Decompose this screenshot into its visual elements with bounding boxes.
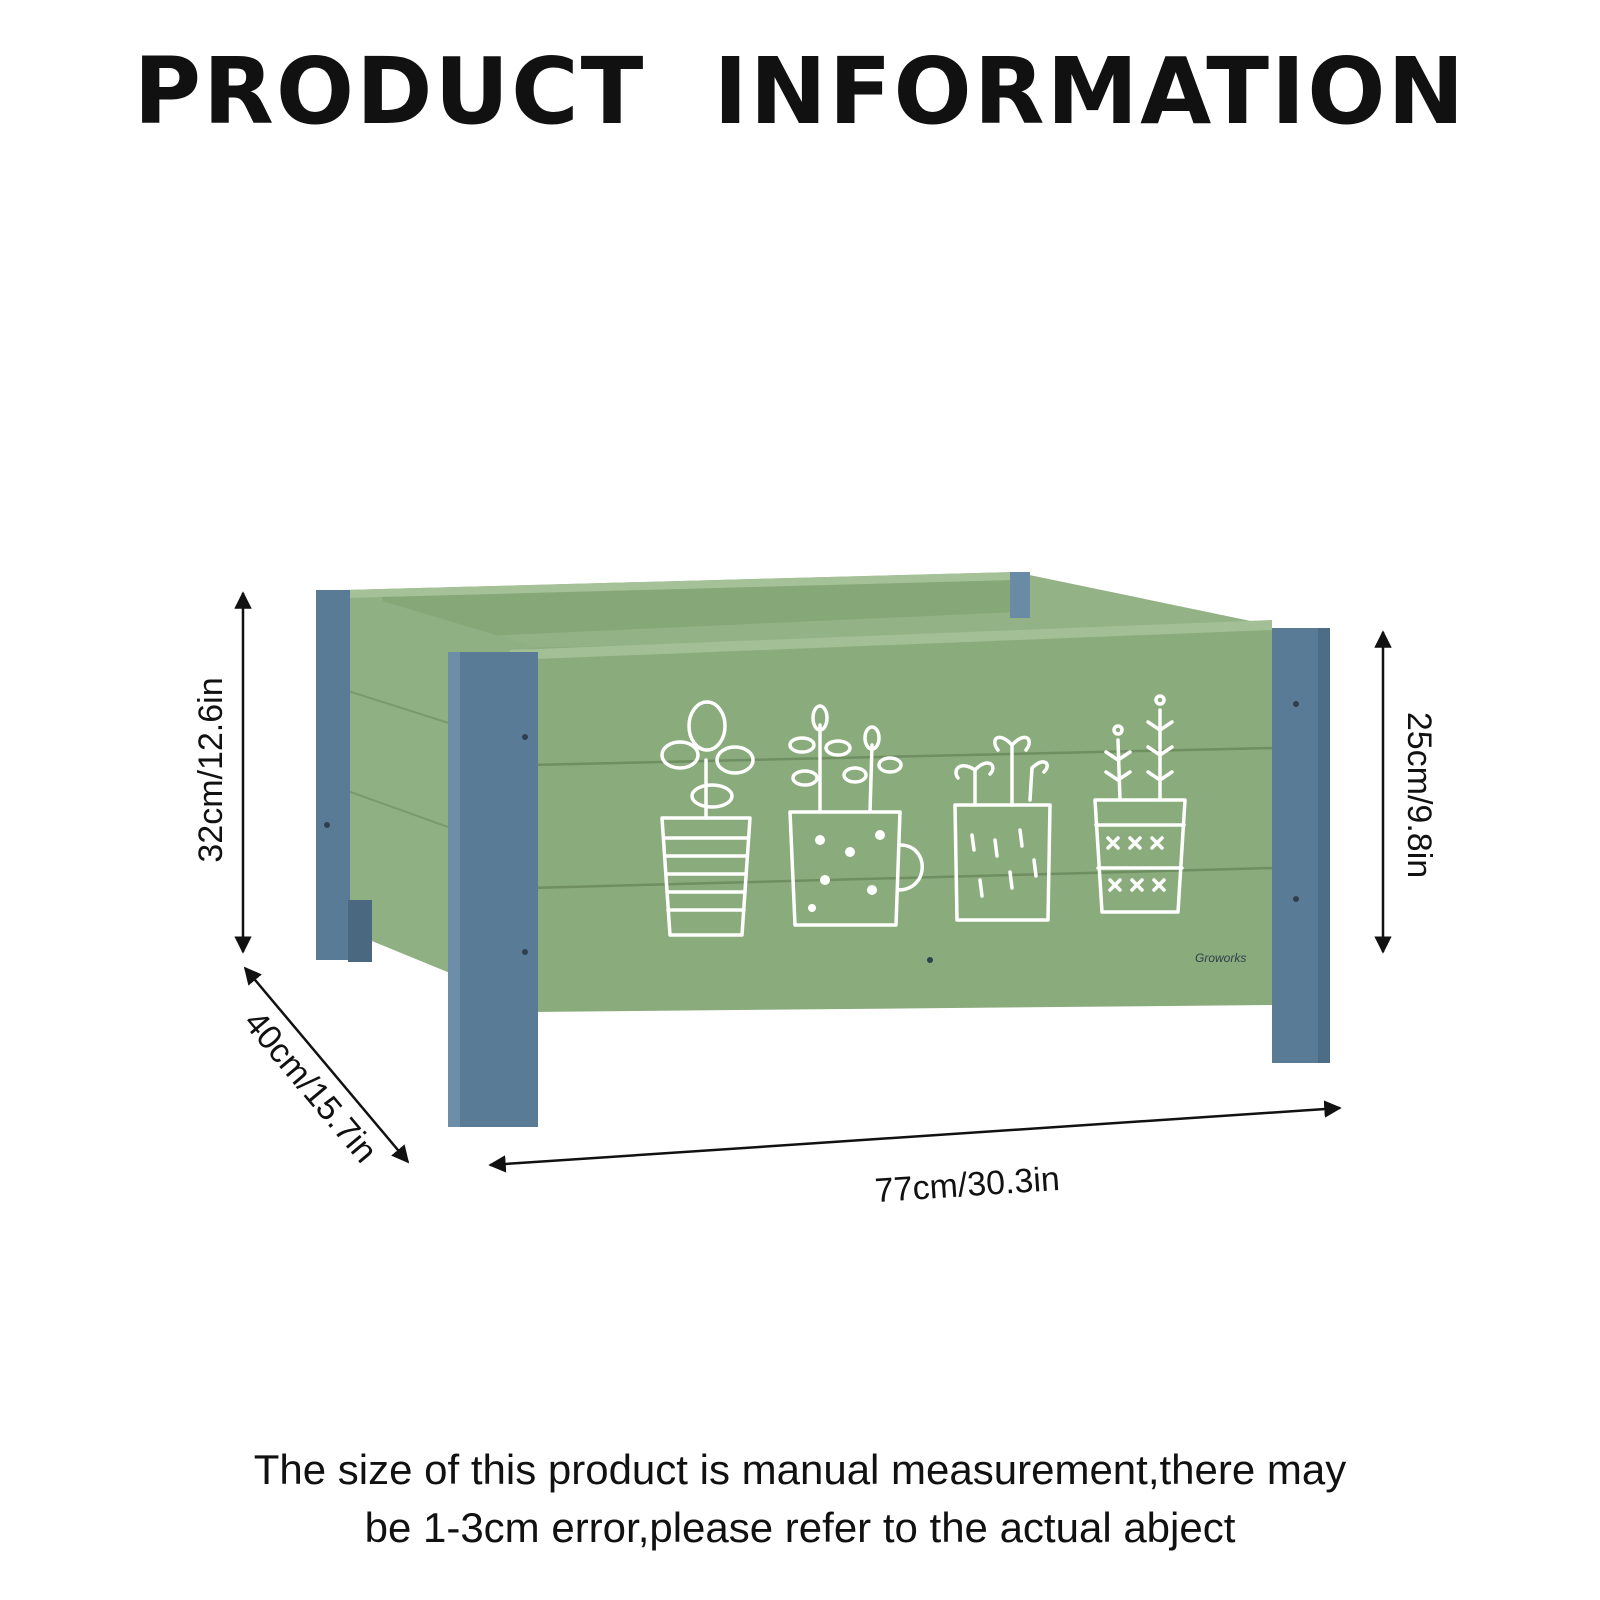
planter-box: Groworks (316, 572, 1330, 1127)
doodle-pot-cross (1093, 694, 1187, 914)
page-title: PRODUCT INFORMATION (133, 38, 1467, 145)
arrow-width (488, 1100, 1342, 1173)
doodle-pot-mug (788, 704, 924, 927)
box-post-front-left (448, 652, 538, 1127)
brand-mark: Groworks (1195, 951, 1246, 965)
box-post-back-left (316, 590, 350, 960)
dimension-arrows (234, 591, 1392, 1173)
doodle-pot-striped (660, 700, 755, 937)
box-interior-back (380, 580, 1015, 640)
arrow-depth (243, 966, 410, 1164)
label-height-total: 32cm/12.6in (192, 677, 230, 862)
label-width: 77cm/30.3in (874, 1160, 1061, 1210)
doodle-pot-square (953, 735, 1052, 922)
measurement-note-line-2: be 1-3cm error,please refer to the actua… (364, 1504, 1236, 1551)
label-height-box: 25cm/9.8in (1400, 712, 1438, 878)
plant-pot-doodles (660, 694, 1187, 937)
label-depth: 40cm/15.7in (236, 1004, 384, 1170)
box-post-back-right (1010, 572, 1030, 618)
measurement-note-line-1: The size of this product is manual measu… (253, 1446, 1347, 1493)
